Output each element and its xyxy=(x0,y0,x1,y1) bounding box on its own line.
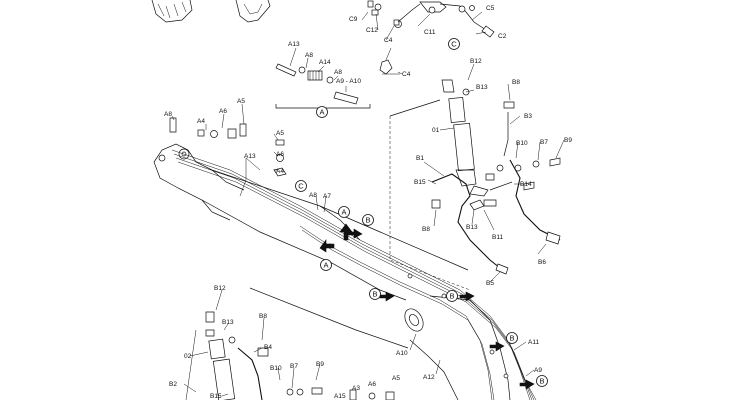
label-01: 01 xyxy=(432,127,440,134)
label-b5: B5 xyxy=(486,280,494,287)
label-b7-top: B7 xyxy=(540,139,548,146)
label-a8-left: A8 xyxy=(164,111,172,118)
direction-arrows xyxy=(319,223,535,390)
label-b13-bot: B13 xyxy=(222,319,234,326)
label-a14: A14 xyxy=(319,59,331,66)
label-b13-top: B13 xyxy=(476,84,488,91)
label-b2: B2 xyxy=(169,381,177,388)
label-a3-bot: A3 xyxy=(352,385,360,392)
label-b12-top: B12 xyxy=(470,58,482,65)
label-b3: B3 xyxy=(524,113,532,120)
label-c9: C9 xyxy=(349,16,358,23)
detail-marker-b-mid1: B xyxy=(362,214,374,226)
label-a10: A10 xyxy=(396,350,408,357)
label-c11: C11 xyxy=(424,29,436,36)
svg-text:A: A xyxy=(341,208,346,217)
detail-marker-b-low1: B xyxy=(506,332,518,344)
label-b13-mid: B13 xyxy=(466,224,478,231)
label-a12: A12 xyxy=(423,374,435,381)
label-a5-mid: A5 xyxy=(276,130,284,137)
label-b15-bot: B15 xyxy=(210,393,222,400)
label-a9: A9 xyxy=(534,367,542,374)
label-a15-bot: A15 xyxy=(334,393,346,400)
label-a5-left: A5 xyxy=(237,98,245,105)
cylinder-01 xyxy=(441,79,515,197)
label-c12: C12 xyxy=(366,27,378,34)
label-b1: B1 xyxy=(416,155,424,162)
callout-labels: C9 C12 C4 C4 C11 C5 C2 A13 A8 A14 A8 A9 … xyxy=(164,5,572,400)
label-b7-bot: B7 xyxy=(290,363,298,370)
label-b8-top: B8 xyxy=(512,79,520,86)
svg-text:B: B xyxy=(449,292,454,301)
svg-text:A: A xyxy=(319,108,324,117)
label-b9-bot: B9 xyxy=(316,361,324,368)
label-b4: B4 xyxy=(264,344,272,351)
label-a13-mid: A13 xyxy=(244,153,256,160)
label-b11: B11 xyxy=(492,234,503,241)
label-a6-bot: A6 xyxy=(368,381,376,388)
label-a8-top: A8 xyxy=(305,52,313,59)
detail-marker-a-mid1: A xyxy=(338,206,350,218)
svg-text:B: B xyxy=(372,290,377,299)
leader-lines xyxy=(171,11,565,397)
label-b12-bot: B12 xyxy=(214,285,226,292)
right-dashed-bracket xyxy=(389,99,471,291)
label-b15-top: B15 xyxy=(414,179,426,186)
detail-marker-c-top: C xyxy=(448,38,460,50)
lower-detail-bracket xyxy=(185,287,409,400)
label-a5-bot: A5 xyxy=(392,375,400,382)
label-b6: B6 xyxy=(538,259,546,266)
label-b14: B14 xyxy=(520,181,532,188)
label-a8-top2: A8 xyxy=(334,69,342,76)
svg-text:B: B xyxy=(365,216,370,225)
label-02: 02 xyxy=(184,353,192,360)
label-c5: C5 xyxy=(486,5,495,12)
hydraulic-lines xyxy=(171,149,537,400)
label-c2: C2 xyxy=(498,33,507,40)
top-left-bracket-part xyxy=(151,0,271,23)
label-a13-top: A13 xyxy=(288,41,300,48)
left-loose-fittings xyxy=(169,117,287,177)
label-a6-left: A6 xyxy=(219,108,227,115)
detail-marker-b-mid3: B xyxy=(446,290,458,302)
detail-marker-a-top: A xyxy=(316,106,328,118)
boom-structure xyxy=(153,143,511,400)
svg-text:C: C xyxy=(451,40,457,49)
svg-text:A: A xyxy=(323,261,328,270)
label-a4-mid: A4 xyxy=(276,168,284,175)
detail-marker-b-low2: B xyxy=(536,375,548,387)
detail-c-fittings xyxy=(367,0,495,75)
svg-text:B: B xyxy=(539,377,544,386)
label-b10-top: B10 xyxy=(516,140,528,147)
detail-marker-c-mid: C xyxy=(295,180,307,192)
detail-marker-a-mid2: A xyxy=(320,259,332,271)
label-b9-top: B9 xyxy=(564,137,572,144)
label-b10-bot: B10 xyxy=(270,365,282,372)
label-a9-a10: A9 - A10 xyxy=(336,78,361,85)
label-b8-mid: B8 xyxy=(422,226,430,233)
svg-text:C: C xyxy=(298,182,304,191)
label-a8-mid: A8 xyxy=(309,192,317,199)
detail-marker-b-mid2: B xyxy=(369,288,381,300)
b-pipes xyxy=(431,157,561,275)
label-a4-left: A4 xyxy=(197,118,205,125)
label-a6-mid: A6 xyxy=(276,151,284,158)
label-a7-mid: A7 xyxy=(323,193,331,200)
label-a11: A11 xyxy=(528,339,539,346)
label-b8-bot: B8 xyxy=(259,313,267,320)
label-c4-b: C4 xyxy=(402,71,411,78)
svg-text:B: B xyxy=(509,334,514,343)
detail-a-exploded-fittings xyxy=(275,63,371,109)
label-c4-a: C4 xyxy=(384,37,393,44)
